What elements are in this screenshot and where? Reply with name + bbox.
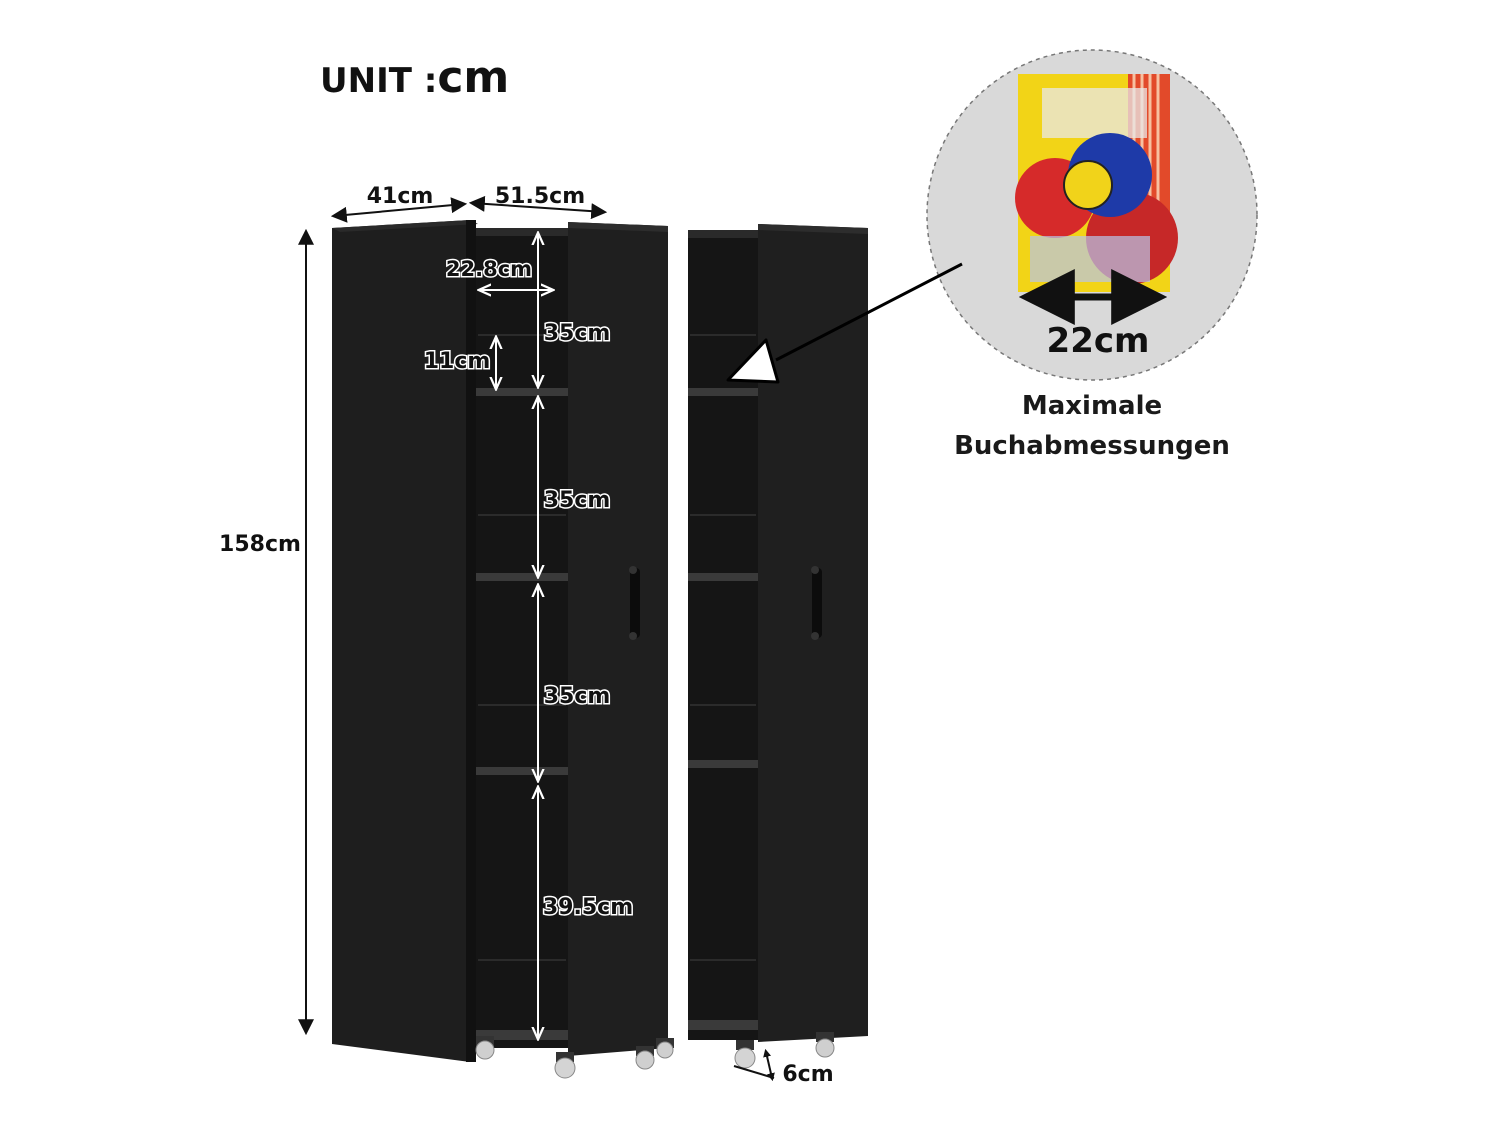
- dimension-shelf-3: 35cm: [538, 586, 612, 780]
- wheel-icon: [635, 1046, 655, 1070]
- shelf: [688, 760, 758, 768]
- wheel-icon: [554, 1052, 576, 1079]
- book-cover-image: [1015, 74, 1178, 292]
- book-zoom-bubble: 22cm: [926, 49, 1258, 381]
- book-dimension-caption: Maximale Buchabmessungen: [882, 386, 1302, 466]
- pointer-arrow: [726, 262, 963, 384]
- depth-outer-label: 41cm: [367, 184, 434, 209]
- caption-line-1: Maximale: [1021, 391, 1163, 421]
- shelf: [476, 388, 568, 396]
- shelf: [688, 1020, 758, 1030]
- shelf: [476, 767, 568, 775]
- depth-inner-label: 51.5cm: [495, 184, 585, 209]
- height-total-label: 158cm: [219, 532, 301, 557]
- dimension-depth-outer: 41cm: [330, 184, 468, 223]
- wheel-icon: [734, 1040, 756, 1069]
- unit-label: UNIT :cm: [320, 52, 509, 103]
- cabinet-left-body: [332, 220, 478, 1062]
- dimension-small-gap: 11cm: [422, 338, 496, 388]
- caption-line-2: Buchabmessungen: [954, 431, 1230, 461]
- shelf: [476, 573, 568, 581]
- shelf-depth-label: 22.8cm: [446, 257, 532, 281]
- dimension-wheel-height: 6cm: [733, 1048, 834, 1087]
- pullout-unit-1: [476, 222, 668, 1056]
- small-gap-label: 11cm: [424, 349, 491, 374]
- wheel-icon: [475, 1036, 495, 1060]
- shelf: [688, 573, 758, 581]
- book-width-label: 22cm: [1047, 321, 1150, 361]
- dimension-depth-inner: 51.5cm: [468, 184, 608, 220]
- dimension-height-total: 158cm: [219, 228, 314, 1036]
- pullout-unit-2: [688, 224, 868, 1042]
- shelf-2-label: 35cm: [544, 488, 611, 513]
- wheels: [475, 1032, 835, 1079]
- wheel-icon: [656, 1038, 674, 1059]
- handle-icon[interactable]: [629, 566, 640, 640]
- shelf-3-label: 35cm: [544, 684, 611, 709]
- dimension-shelf-4: 39.5cm: [538, 788, 635, 1038]
- shelf-4-label: 39.5cm: [543, 895, 633, 920]
- dimension-shelf-2: 35cm: [538, 398, 612, 576]
- shelf: [476, 1030, 568, 1040]
- wheel-height-label: 6cm: [782, 1062, 833, 1087]
- dimension-shelf-depth: 22.8cm: [444, 256, 552, 290]
- dimension-shelf-1: 35cm: [538, 234, 612, 386]
- shelf: [688, 388, 758, 396]
- handle-icon[interactable]: [811, 566, 822, 640]
- shelf-1-label: 35cm: [544, 321, 611, 346]
- wheel-icon: [815, 1032, 835, 1058]
